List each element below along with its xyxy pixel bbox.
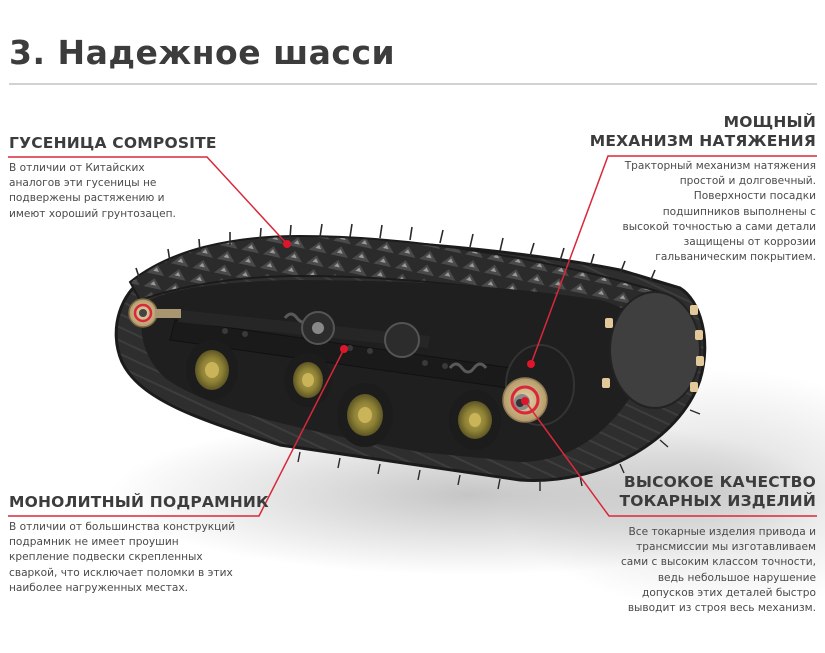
callout-tensioner-body-line: гальваническим покрытием. <box>655 251 816 264</box>
leader-tensioner <box>530 155 817 365</box>
marker-turned-parts-dot <box>521 397 529 405</box>
leader-track <box>8 156 288 245</box>
callout-track-heading: ГУСЕНИЦА COMPOSITE <box>9 134 217 152</box>
callout-subframe: МОНОЛИТНЫЙ ПОДРАМНИК В отличии от больши… <box>9 493 299 596</box>
callout-tensioner-body-line: высокой точностью а сами детали <box>622 220 816 233</box>
callout-subframe-body-line: сваркой, что исключает поломки в этих <box>9 566 233 579</box>
marker-dots <box>283 240 535 405</box>
road-wheel-4 <box>449 390 501 450</box>
callout-tensioner-heading-line1: МОЩНЫЙ <box>723 113 816 131</box>
leader-turned-parts <box>524 400 817 517</box>
callout-turned-parts-body-line: допусков этих деталей быстро <box>642 586 816 599</box>
callout-tensioner-heading-line2: МЕХАНИЗМ НАТЯЖЕНИЯ <box>589 132 816 150</box>
callout-turned-parts-body-line: ведь небольшое нарушение <box>657 571 816 584</box>
callout-tensioner-body-line: простой и долговечный. <box>679 175 816 188</box>
road-wheel-3 <box>337 383 393 447</box>
callout-subframe-body-line: подрамник не имеет проушин <box>9 536 179 549</box>
callout-subframe-body-line: крепление подвески скрепленных <box>9 551 203 564</box>
marker-track-dot <box>283 240 291 248</box>
drive-sprocket <box>602 291 704 409</box>
callout-tensioner-body-line: подшипников выполнены с <box>662 205 816 218</box>
callout-subframe-body-line: наиболее нагруженных местах. <box>9 581 189 594</box>
callout-subframe-heading: МОНОЛИТНЫЙ ПОДРАМНИК <box>9 493 269 511</box>
road-wheel-2 <box>284 353 332 407</box>
callout-track: ГУСЕНИЦА COMPOSITE В отличии от Китайски… <box>9 134 269 222</box>
callout-tensioner: МОЩНЫЙ МЕХАНИЗМ НАТЯЖЕНИЯ Тракторный мех… <box>560 113 816 265</box>
callout-subframe-body-line: В отличии от большинства конструкций <box>9 521 236 533</box>
page-title: 3. Надежное шасси <box>9 33 396 72</box>
callout-tensioner-body-line: Поверхности посадки <box>693 190 816 203</box>
callout-turned-parts-body-line: сами с высоким классом точности, <box>620 556 816 569</box>
callout-turned-parts-heading-line2: ТОКАРНЫХ ИЗДЕЛИЙ <box>619 492 816 510</box>
callout-turned-parts-body-line: Все токарные изделия привода и <box>628 526 816 538</box>
title-divider <box>9 83 817 85</box>
callout-track-body-line: аналогов эти гусеницы не <box>9 177 157 190</box>
front-idler <box>128 298 181 328</box>
leader-subframe <box>8 348 345 517</box>
callout-turned-parts-body-line: трансмиссии мы изготавливаем <box>636 541 816 554</box>
callout-turned-parts-heading-line1: ВЫСОКОЕ КАЧЕСТВО <box>623 473 816 491</box>
marker-subframe-dot <box>340 345 348 353</box>
callout-turned-parts: ВЫСОКОЕ КАЧЕСТВО ТОКАРНЫХ ИЗДЕЛИЙ Все то… <box>560 473 816 616</box>
callout-track-body-line: В отличии от Китайских <box>9 162 145 174</box>
road-wheel-1 <box>186 340 238 400</box>
callout-track-body-line: подвержены растяжению и <box>9 192 165 205</box>
callout-tensioner-body-line: защищены от коррозии <box>683 236 816 249</box>
callout-turned-parts-body-line: выводит из строя весь механизм. <box>627 602 816 615</box>
leader-lines <box>8 155 817 517</box>
callout-track-body-line: имеют хороший грунтозацеп. <box>9 207 176 220</box>
callout-tensioner-body-line: Тракторный механизм натяжения <box>624 160 816 172</box>
marker-tensioner-dot <box>527 360 535 368</box>
